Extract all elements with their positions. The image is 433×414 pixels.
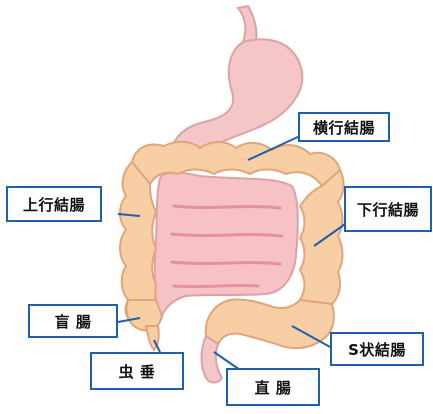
label-sigmoid-colon: S状結腸 xyxy=(330,332,424,366)
small-intestine-body xyxy=(155,173,298,323)
fold-1 xyxy=(174,206,280,208)
fold-2 xyxy=(172,234,282,236)
label-descending-colon: 下行結腸 xyxy=(344,186,432,232)
stomach-body xyxy=(172,39,302,152)
sigmoid-colon xyxy=(206,299,334,348)
label-appendix: 虫 垂 xyxy=(90,352,184,390)
descending-colon xyxy=(300,170,344,304)
small-intestine xyxy=(155,173,298,323)
label-rectum: 直 腸 xyxy=(226,368,320,406)
label-transverse-colon: 横行結腸 xyxy=(298,112,390,142)
label-ascending-colon: 上行結腸 xyxy=(6,186,102,222)
stomach xyxy=(172,6,302,152)
fold-4 xyxy=(174,285,258,286)
label-cecum: 盲 腸 xyxy=(28,304,118,338)
fold-3 xyxy=(172,262,280,264)
